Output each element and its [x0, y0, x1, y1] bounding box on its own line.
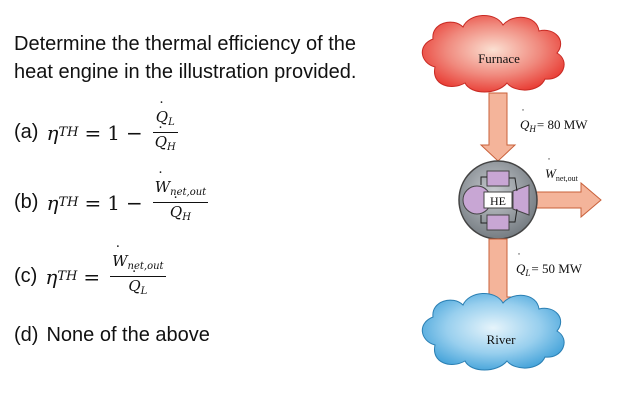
furnace-cloud: Furnace — [421, 15, 565, 93]
svg-text:˙: ˙ — [547, 155, 551, 169]
option-c-formula: ηTH = Wnet,out QL — [45, 252, 166, 301]
option-c-label: (c) — [14, 265, 38, 287]
qh-arrow — [479, 92, 517, 162]
option-b-formula: ηTH =1 − Wnet,out QH — [46, 178, 209, 227]
engine-label: HE — [490, 194, 506, 208]
svg-text:˙: ˙ — [517, 250, 521, 264]
work-label: Wnet,out ˙ — [545, 155, 579, 183]
river-label: River — [487, 332, 517, 347]
option-d-label: (d) — [14, 324, 39, 346]
svg-text:Wnet,out: Wnet,out — [545, 166, 579, 183]
option-c[interactable]: (c) ηTH = Wnet,out QL — [14, 252, 166, 301]
heat-engine: HE — [458, 160, 538, 240]
ql-label: QL= 50 MW ˙ — [516, 250, 583, 278]
qh-label: QH= 80 MW ˙ — [520, 106, 588, 134]
heat-engine-diagram: Furnace QH= 80 MW ˙ Wnet,out ˙ HE QL= 50… — [421, 15, 602, 371]
option-b-label: (b) — [14, 191, 39, 213]
question-text: Determine the thermal efficiency of the … — [14, 33, 357, 83]
option-b[interactable]: (b) ηTH =1 − Wnet,out QH — [14, 178, 209, 227]
svg-text:QL= 50 MW: QL= 50 MW — [516, 261, 583, 278]
svg-text:QH= 80 MW: QH= 80 MW — [520, 117, 588, 134]
river-cloud: River — [421, 293, 565, 371]
option-d[interactable]: (d) None of the above — [14, 324, 210, 347]
option-a[interactable]: (a) ηTH =1 − QL QH — [14, 108, 178, 157]
option-a-label: (a) — [14, 121, 39, 143]
option-a-formula: ηTH =1 − QL QH — [46, 108, 178, 157]
option-d-text: None of the above — [46, 324, 210, 346]
svg-text:˙: ˙ — [521, 106, 525, 120]
furnace-label: Furnace — [478, 51, 520, 66]
